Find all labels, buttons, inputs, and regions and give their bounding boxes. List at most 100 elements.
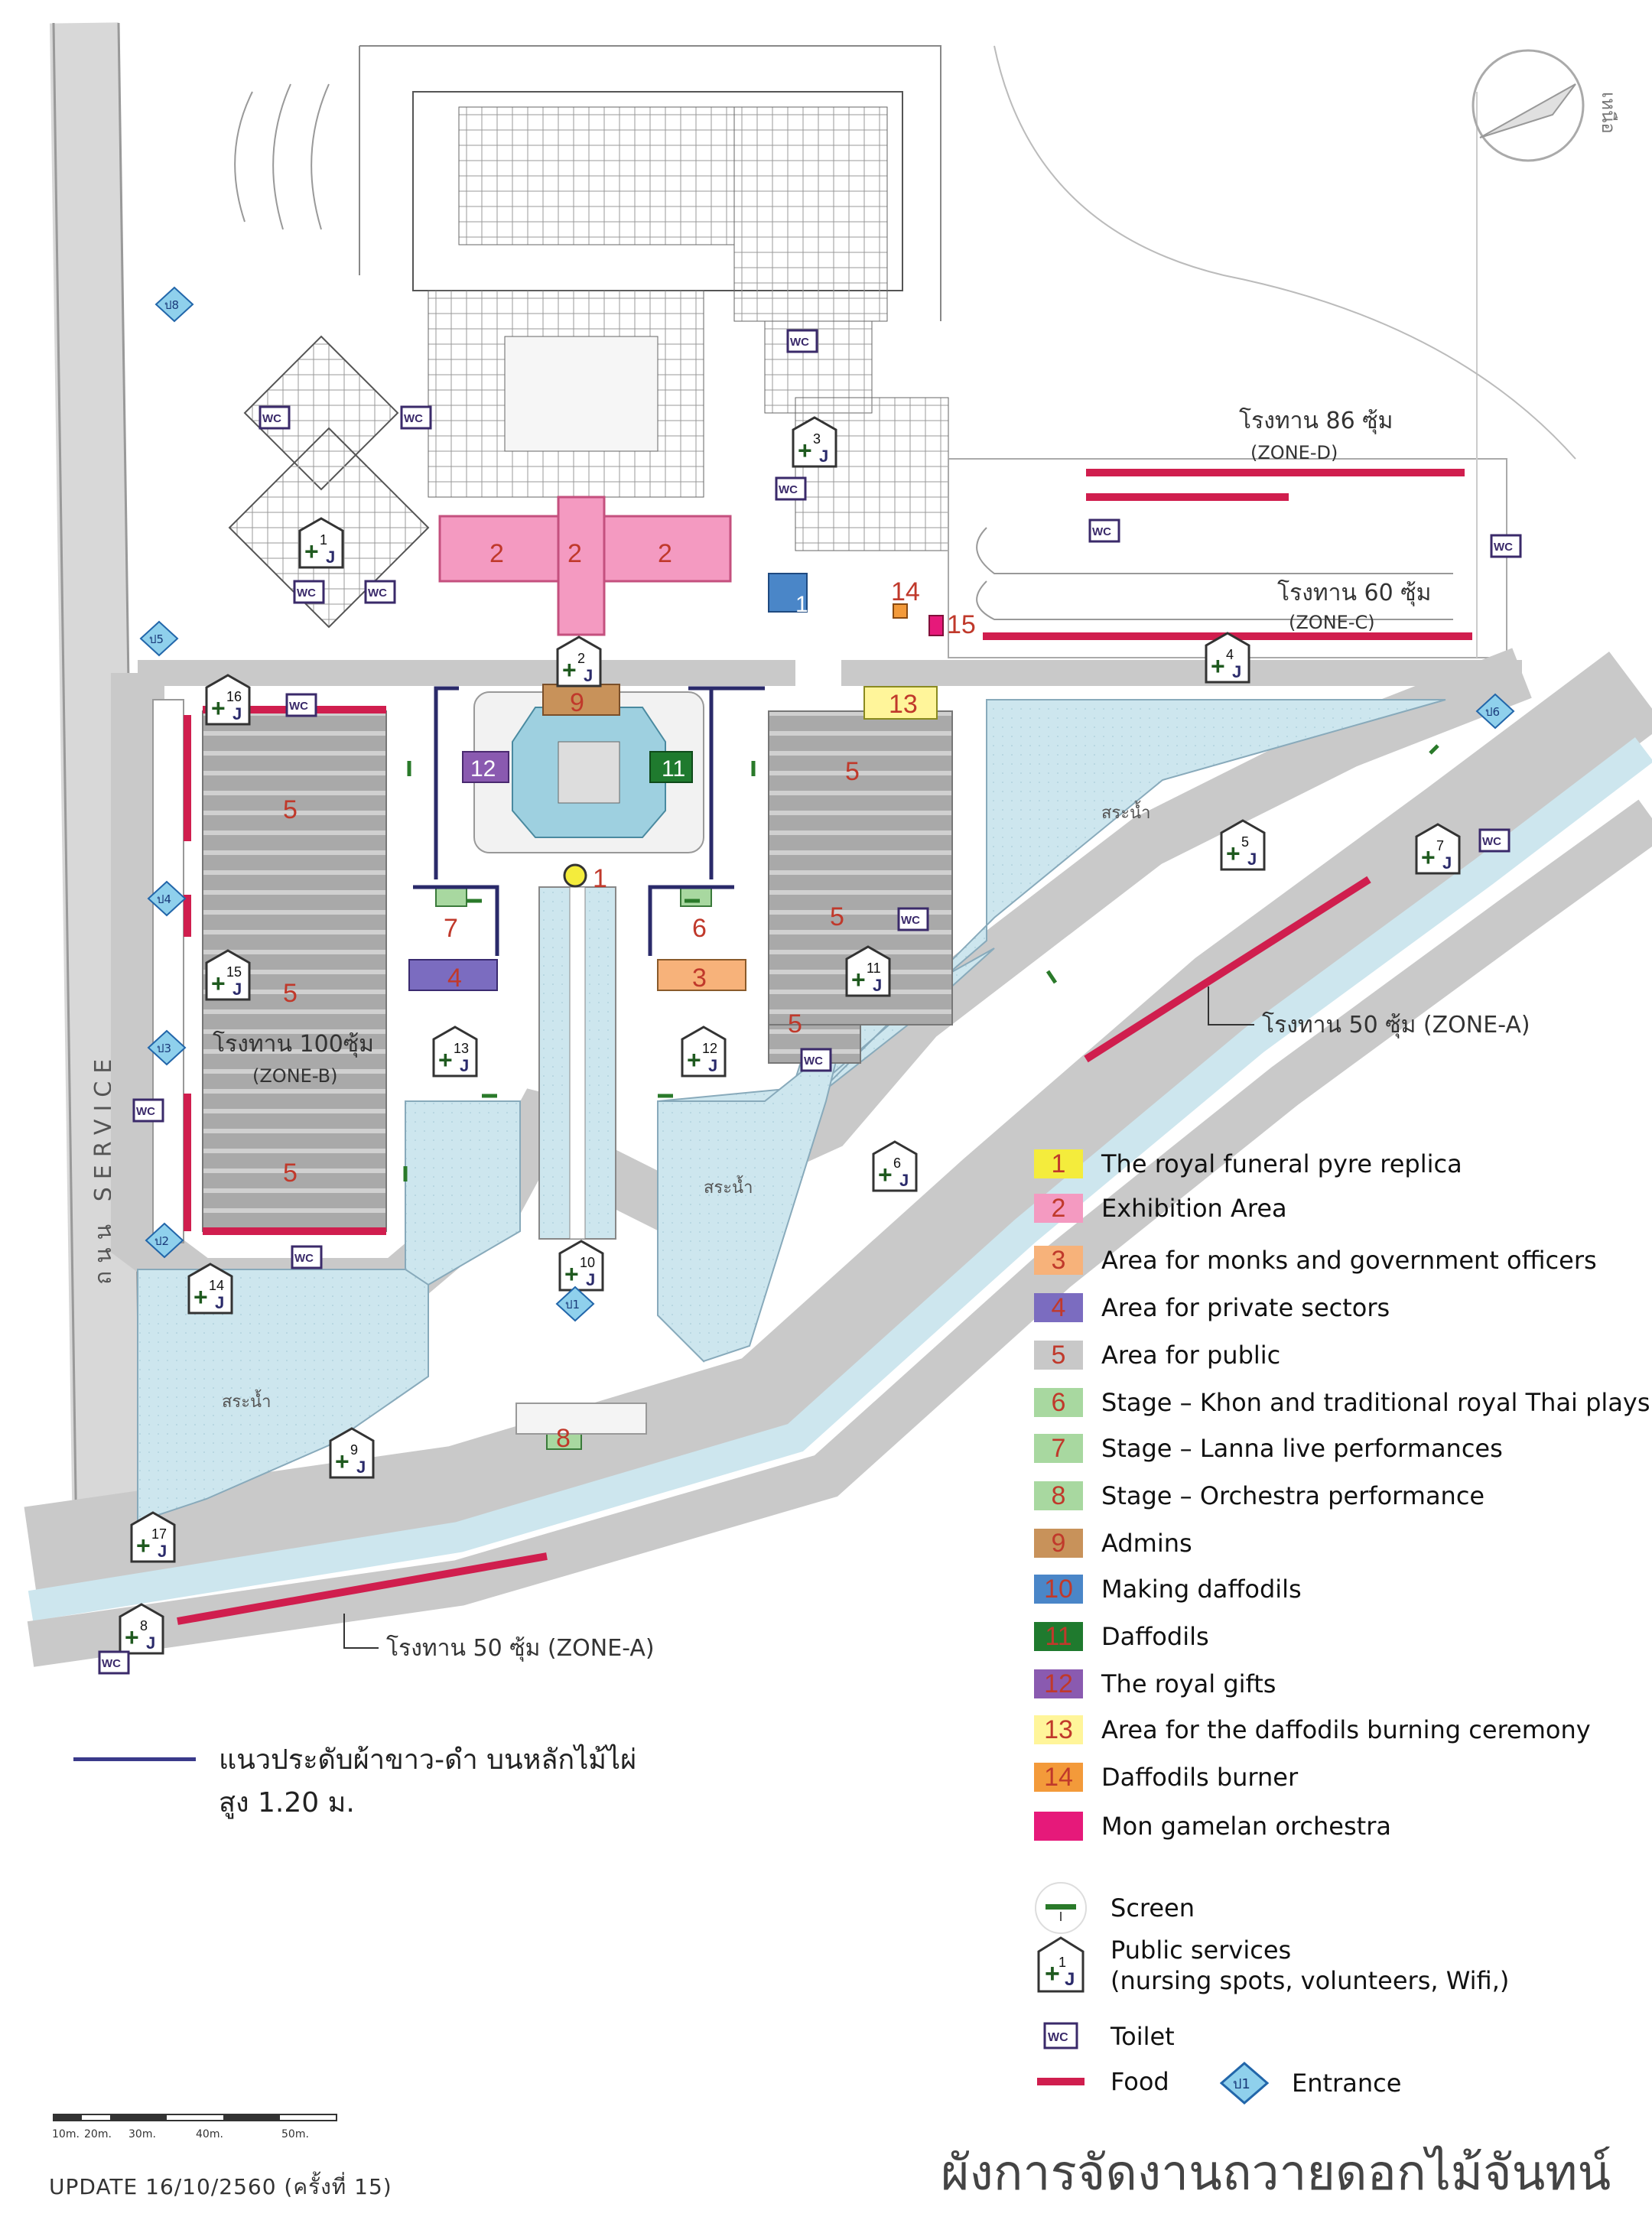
main-building-plan [228,45,1576,658]
entrance-icon: ป3 [147,1029,187,1066]
area-number-8: 8 [556,1424,571,1453]
scale-label-20: 20m. [84,2128,112,2140]
svg-text:WC: WC [297,587,316,600]
scale-label-50: 50m. [281,2128,309,2140]
public-service-icon: +16J [205,674,251,726]
legend-swatch: 10 [1034,1575,1083,1604]
svg-text:+: + [564,1260,579,1288]
toilet-icon: WC [897,907,929,931]
zone-a-title-1: โรงทาน 50 ซุ้ม (ZONE-A) [1262,1011,1530,1039]
area-number-9: 9 [570,688,584,717]
legend-swatch: 6 [1034,1388,1083,1417]
legend-screen-label: Screen [1111,1893,1195,1923]
svg-text:+: + [1421,843,1436,871]
entrance-icon: ป2 [145,1222,184,1259]
area-number-6: 6 [692,914,707,943]
screen-icon [1046,970,1058,984]
scale-bar: 10m. 20m. 30m. 40m. 50m. [52,2114,337,2140]
legend-label: The royal gifts [1101,1669,1276,1698]
legend-label: Mon gamelan orchestra [1101,1812,1391,1841]
zone-c-sub: (ZONE-C) [1289,612,1375,633]
svg-text:J: J [146,1633,155,1653]
svg-text:WC: WC [102,1657,121,1670]
svg-text:8: 8 [140,1618,148,1633]
svg-text:2: 2 [577,651,585,666]
svg-text:6: 6 [893,1156,901,1171]
svg-text:+: + [438,1046,453,1074]
legend-swatch: 8 [1034,1481,1083,1510]
legend-swatch: 1 [1034,1149,1083,1178]
legend-swatch: 7 [1034,1434,1083,1463]
toilet-icon: WC [98,1650,130,1675]
area-number-5d: 5 [845,757,860,786]
public-service-icon: + 1 J [1037,1936,1085,1993]
legend-public-services-label: Public services [1111,1936,1292,1965]
legend-public-services: + 1 J Public services (nursing spots, vo… [1034,1935,1509,1996]
legend-item-6: 6 Stage – Khon and traditional royal Thai… [1034,1386,1650,1419]
legend-label: Stage – Khon and traditional royal Thai … [1101,1388,1650,1417]
area-number-1: 1 [593,864,607,893]
svg-text:+: + [851,966,866,993]
public-service-icon: +4J [1205,632,1250,684]
legend-item-9: 9 Admins [1034,1526,1192,1560]
toilet-icon: WC [291,1245,323,1269]
central-canal [538,886,616,1240]
zone-d-sub: (ZONE-D) [1250,442,1338,463]
update-stamp: UPDATE 16/10/2560 (ครั้งที่ 15) [49,2174,392,2199]
area-number-2c: 2 [658,539,672,568]
svg-text:+: + [1226,840,1241,867]
legend-label: Admins [1101,1529,1192,1558]
area-number-2b: 2 [567,539,582,568]
legend-swatch: 11 [1034,1622,1083,1651]
zone-b-sub: (ZONE-B) [252,1065,337,1087]
svg-text:+: + [304,538,319,565]
svg-text:1: 1 [1059,1955,1066,1970]
svg-text:16: 16 [226,689,242,704]
svg-text:+: + [878,1161,893,1188]
toilet-icon: WC [1478,828,1511,853]
svg-text:WC: WC [262,412,281,425]
entrance-icon: ป5 [139,620,179,657]
svg-text:17: 17 [151,1526,167,1542]
toilet-icon: WC [786,329,818,353]
zone-b-title: โรงทาน 100ซุ้ม [213,1030,374,1058]
svg-text:WC: WC [1482,835,1501,848]
entrance-icon: ป6 [1475,693,1515,730]
exhibition-area [438,496,732,636]
area-number-7: 7 [444,914,458,943]
svg-text:J: J [158,1542,167,1561]
svg-text:ป6: ป6 [1485,705,1500,719]
public-service-icon: +15J [205,949,251,1001]
screens [403,744,1439,1182]
svg-text:WC: WC [804,1055,823,1068]
north-label: เหนือ [1598,92,1619,134]
area-number-3: 3 [692,964,707,993]
svg-text:J: J [708,1056,717,1075]
zone-c-title: โรงทาน 60 ซุ้ม [1277,579,1431,607]
area-number-5c: 5 [283,1159,298,1188]
public-service-icon: +3J [792,416,837,468]
legend-swatch: 9 [1034,1529,1083,1558]
public-service-icon: +6J [872,1140,918,1192]
legend-swatch [1034,1812,1083,1841]
public-service-icon: +11J [845,945,891,997]
area-number-5e: 5 [830,902,844,931]
legend-swatch: 2 [1034,1194,1083,1223]
svg-text:J: J [1247,850,1257,869]
public-service-icon: +8J [119,1603,164,1655]
svg-text:ป8: ป8 [164,298,179,312]
legend-label: Area for private sectors [1101,1293,1390,1322]
legend-toilet: WC Toilet [1034,2017,1175,2056]
public-service-icon: +10J [558,1240,604,1292]
royal-pyre-pavilion [473,691,704,888]
svg-text:1: 1 [320,532,327,548]
svg-text:11: 11 [867,960,881,976]
toilet-icon: WC [293,580,325,604]
legend-swatch: 4 [1034,1293,1083,1322]
